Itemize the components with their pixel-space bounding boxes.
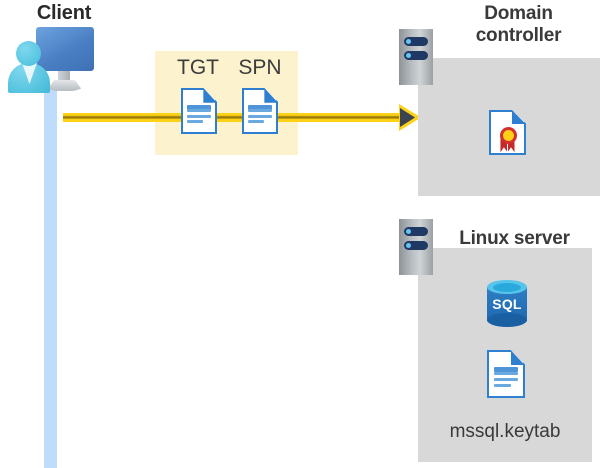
client-label: Client (36, 2, 92, 24)
document-line (187, 109, 211, 113)
document-bar (248, 104, 272, 110)
server-slot (404, 227, 428, 236)
client-lifeline (44, 88, 57, 468)
document-line (248, 114, 272, 118)
domain-controller-server-icon (399, 29, 433, 85)
database-bottom (487, 313, 527, 327)
document-line (187, 114, 211, 118)
keytab-filename-label: mssql.keytab (449, 421, 561, 442)
tgt-document-icon (181, 88, 217, 134)
document-bar (493, 367, 519, 373)
document-line (493, 372, 519, 376)
domain-controller-title: Domain controller (437, 3, 600, 47)
monitor-screen-icon (36, 27, 94, 71)
keytab-document-icon (487, 350, 525, 398)
database-top-inner (493, 283, 521, 292)
client-to-domain-controller-arrow (63, 113, 407, 122)
spn-label: SPN (238, 56, 282, 79)
document-line (248, 109, 272, 113)
linux-server-title: Linux server (459, 228, 570, 249)
document-line (248, 120, 265, 124)
certificate-ribbon (500, 134, 508, 153)
server-slot (404, 37, 428, 46)
document-line (493, 383, 511, 387)
server-led-icon (406, 229, 411, 234)
server-slot (404, 51, 428, 60)
sql-database-icon: SQL (487, 280, 527, 328)
domain-controller-title-line1: Domain (484, 3, 553, 24)
monitor-neck-icon (58, 71, 70, 81)
server-led-icon (406, 53, 411, 58)
user-computer-icon (8, 27, 98, 93)
certificate-icon (489, 110, 526, 155)
domain-controller-title-line2: controller (475, 24, 562, 46)
spn-document-icon (242, 88, 278, 134)
person-head-icon (16, 41, 41, 66)
certificate-seal (499, 127, 517, 145)
document-line (187, 120, 204, 124)
tgt-label: TGT (177, 56, 219, 79)
document-bar (187, 104, 211, 110)
document-line (493, 377, 519, 381)
server-led-icon (406, 39, 411, 44)
linux-server-icon (399, 219, 433, 275)
monitor-base-icon (46, 80, 83, 91)
server-slot (404, 241, 428, 250)
server-led-icon (406, 243, 411, 248)
sql-label: SQL (492, 296, 522, 312)
